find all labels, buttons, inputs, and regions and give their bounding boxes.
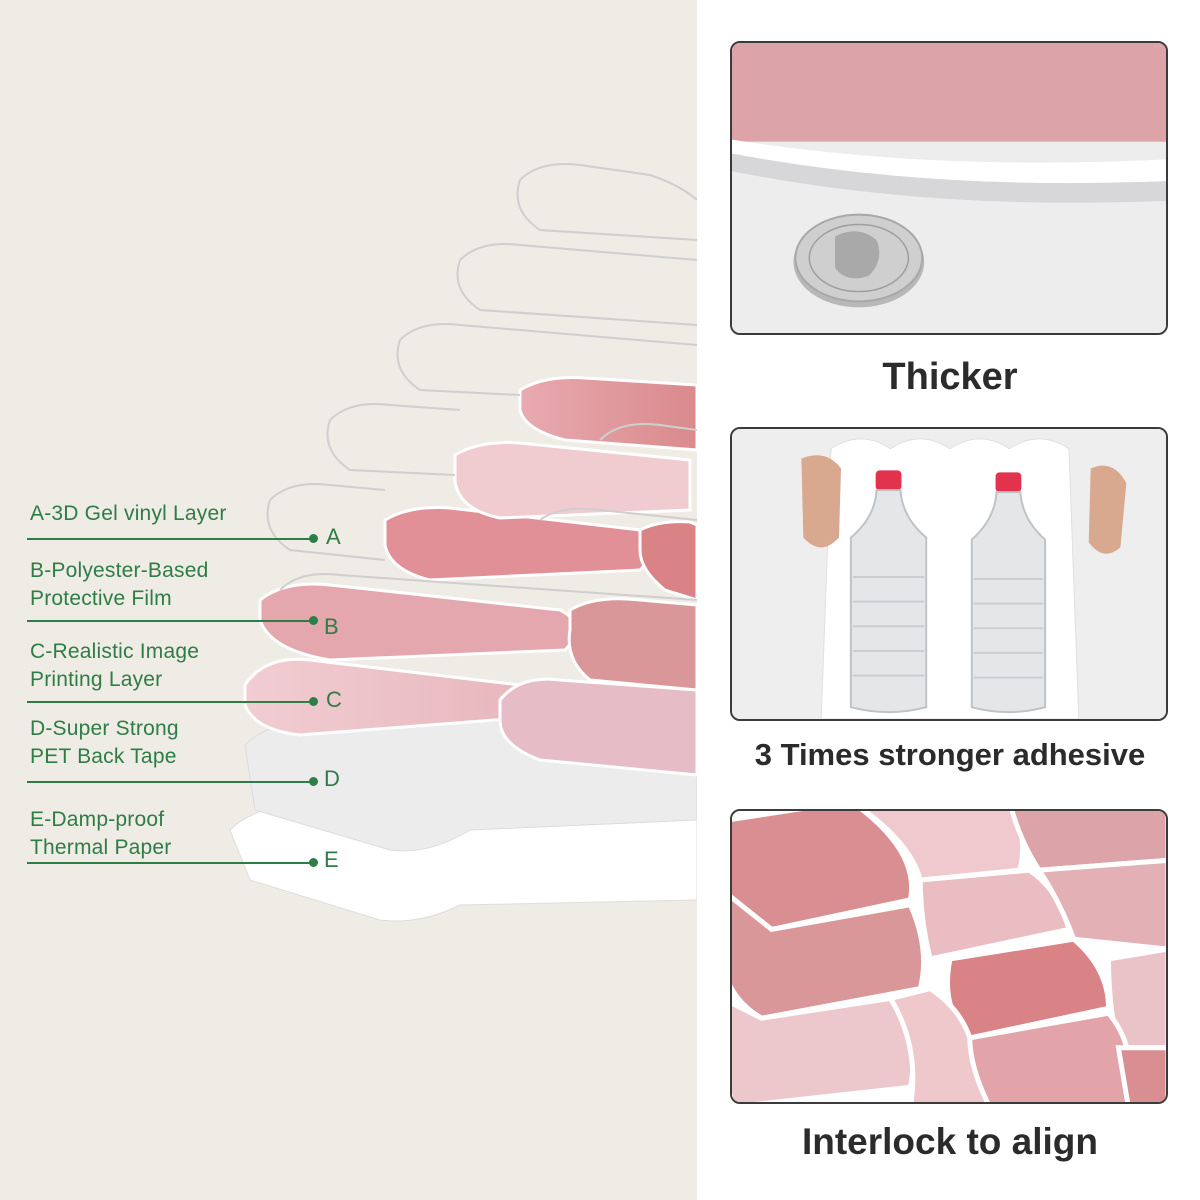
interlock-photo-card	[730, 809, 1168, 1104]
layer-ab-outlines	[266, 163, 697, 601]
leader-line-c	[27, 701, 315, 703]
leader-letter-d: D	[324, 766, 340, 791]
leader-dot-b	[309, 616, 318, 625]
thicker-photo-card	[730, 41, 1168, 335]
layer-label-c: C-Realistic Image Printing Layer	[30, 640, 200, 691]
leader-letter-c: C	[326, 687, 342, 712]
leader-letter-e: E	[324, 847, 339, 872]
leader-line-a	[27, 538, 315, 540]
leader-line-d	[27, 781, 315, 783]
leader-line-e	[27, 862, 315, 864]
layer-diagram-panel: A-3D Gel vinyl Layer A B-Polyester-Based…	[0, 0, 697, 1200]
leader-dot-d	[309, 777, 318, 786]
bottles-hanging-photo-icon	[732, 429, 1166, 719]
layer-c-tiles	[243, 376, 697, 777]
leader-letter-a: A	[326, 524, 341, 549]
thicker-caption: Thicker	[882, 356, 1018, 398]
layer-label-b: B-Polyester-Based Protective Film	[30, 559, 209, 610]
exploded-layers-illustration	[229, 163, 697, 922]
layer-label-a: A-3D Gel vinyl Layer	[30, 502, 227, 525]
leader-letter-b: B	[324, 614, 339, 639]
leader-dot-a	[309, 534, 318, 543]
layer-label-e: E-Damp-proof Thermal Paper	[30, 808, 172, 859]
leader-dot-e	[309, 858, 318, 867]
adhesive-caption: 3 Times stronger adhesive	[754, 737, 1146, 772]
layer-label-d: D-Super Strong PET Back Tape	[30, 717, 179, 768]
coin-on-tile-photo-icon	[732, 43, 1166, 333]
adhesive-photo-card	[730, 427, 1168, 721]
interlock-caption: Interlock to align	[801, 1121, 1099, 1162]
interlocking-tiles-photo-icon	[732, 811, 1166, 1102]
leader-line-b	[27, 620, 315, 622]
leader-dot-c	[309, 697, 318, 706]
